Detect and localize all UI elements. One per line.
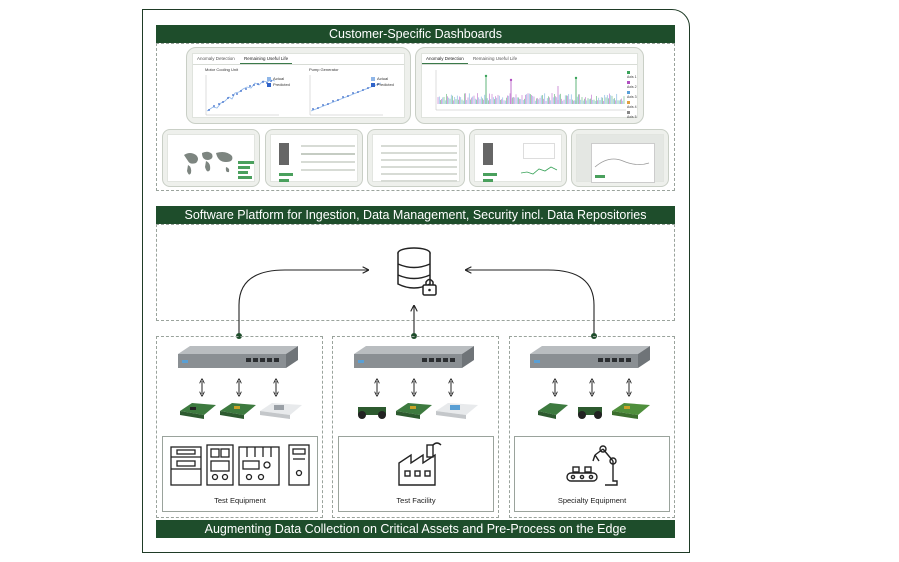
database-lock-icon xyxy=(397,247,437,296)
dashboard-thumb-detail xyxy=(469,129,567,187)
rul-legend-2: Actual Predicted xyxy=(371,76,394,88)
sensor-modules-2 xyxy=(358,403,478,419)
legend-axis-4: Axis 4 xyxy=(627,105,637,109)
rul-dashboard-card: Anomaly Detection Remaining Useful Life … xyxy=(186,47,411,124)
specialty-equipment-box: Specialty Equipment xyxy=(514,436,670,512)
specialty-equipment-label: Specialty Equipment xyxy=(557,496,627,505)
dashboards-banner: Customer-Specific Dashboards xyxy=(156,25,675,43)
plot-title-motor: Motor Cooling Unit xyxy=(205,67,239,72)
plot-title-pump: Pump Generator xyxy=(309,67,339,72)
dashboard-thumb-device xyxy=(265,129,363,187)
test-facility-label: Test Facility xyxy=(396,496,436,505)
dashboard-thumb-overlay xyxy=(571,129,669,187)
site-region-1 xyxy=(156,336,323,518)
dashboard-thumb-table xyxy=(367,129,465,187)
edge-banner: Augmenting Data Collection on Critical A… xyxy=(156,520,675,538)
test-equipment-box: Test Equipment xyxy=(162,436,318,512)
edge-gateway-2 xyxy=(354,346,474,368)
tab-remaining-useful-life[interactable]: Remaining Useful Life xyxy=(240,54,293,64)
anomaly-legend: Axis 1 Axis 2 Axis 3 Axis 4 Axis 5 xyxy=(627,70,637,120)
platform-region xyxy=(156,224,675,321)
anomaly-dashboard-panel: Anomaly Detection Remaining Useful Life … xyxy=(421,53,638,120)
tab-anomaly-detection[interactable]: Anomaly Detection xyxy=(197,56,235,61)
legend-predicted-2: Predicted xyxy=(377,82,394,87)
legend-actual-2: Actual xyxy=(377,76,389,81)
platform-banner: Software Platform for Ingestion, Data Ma… xyxy=(156,206,675,224)
dashboards-region xyxy=(156,43,675,191)
legend-predicted-1: Predicted xyxy=(273,82,290,87)
rul-legend-1: Actual Predicted xyxy=(267,76,290,88)
test-equipment-icon xyxy=(170,444,310,486)
sensor-modules-1 xyxy=(180,403,302,419)
mini-curve-chart xyxy=(594,158,650,168)
world-map-icon xyxy=(184,151,233,175)
rul-tab-bar: Anomaly Detection Remaining Useful Life xyxy=(193,54,404,65)
mini-line-chart xyxy=(520,166,558,175)
site-region-2 xyxy=(332,336,499,518)
legend-actual-1: Actual xyxy=(273,76,285,81)
edge-gateway-1 xyxy=(178,346,298,368)
robot-arm-icon xyxy=(566,445,618,486)
edge-gateway-3 xyxy=(530,346,650,368)
anomaly-dashboard-card: Anomaly Detection Remaining Useful Life … xyxy=(415,47,644,124)
legend-axis-3: Axis 3 xyxy=(627,95,637,99)
legend-axis-1: Axis 1 xyxy=(627,75,637,79)
legend-axis-5: Axis 5 xyxy=(627,115,637,119)
anomaly-plot xyxy=(435,70,626,111)
test-facility-box: Test Facility xyxy=(338,436,494,512)
rul-plot-1 xyxy=(205,75,279,116)
tab-remaining-useful-life-2[interactable]: Remaining Useful Life xyxy=(473,56,518,61)
sensor-modules-3 xyxy=(538,403,650,419)
anomaly-tab-bar: Anomaly Detection Remaining Useful Life xyxy=(422,54,637,65)
site-region-3 xyxy=(509,336,675,518)
legend-axis-2: Axis 2 xyxy=(627,85,637,89)
dashboard-thumb-map xyxy=(162,129,260,187)
rul-plot-2 xyxy=(309,75,383,116)
tab-anomaly-detection-2[interactable]: Anomaly Detection xyxy=(422,54,468,64)
rul-dashboard-panel: Anomaly Detection Remaining Useful Life … xyxy=(192,53,405,118)
factory-icon xyxy=(398,442,442,486)
test-equipment-label: Test Equipment xyxy=(214,496,266,505)
